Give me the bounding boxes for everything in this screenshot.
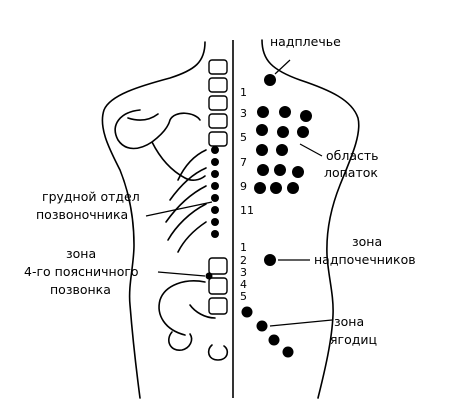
buttock-point — [268, 334, 280, 346]
label-thoracic-2: позвоночника — [36, 207, 128, 222]
buttock-point — [256, 320, 268, 332]
scapula-point — [270, 182, 282, 194]
pelvis-left — [158, 280, 206, 336]
scapula-point — [277, 126, 289, 138]
buttock-point — [282, 346, 294, 358]
label-adrenal-1: зона — [352, 234, 382, 249]
spine-point — [211, 182, 219, 190]
scapula-point — [257, 164, 269, 176]
scapula-point — [297, 126, 309, 138]
scapula-point — [292, 166, 304, 178]
shoulder-point — [264, 74, 276, 86]
spine-point — [205, 272, 213, 280]
lumbar-number: 1 — [240, 241, 247, 254]
label-buttock-2: ягодиц — [330, 332, 377, 347]
scapula-point — [254, 182, 266, 194]
pelvis-lower — [168, 331, 193, 351]
label-scapula-1: область — [326, 148, 379, 163]
rib-2 — [169, 167, 207, 201]
vertebra — [208, 277, 228, 295]
thoracic-number: 9 — [240, 180, 247, 193]
scapula-point — [287, 182, 299, 194]
leader-lumbar4 — [157, 271, 206, 277]
spine-point — [211, 158, 219, 166]
buttock-point — [241, 306, 253, 318]
thoracic-number: 1 — [240, 86, 247, 99]
scapula-point — [300, 110, 312, 122]
spine-point — [211, 170, 219, 178]
scapula-outline — [114, 109, 201, 150]
scapula-point — [256, 124, 268, 136]
lumbar-number: 5 — [240, 290, 247, 303]
thoracic-number: 5 — [240, 131, 247, 144]
label-lumbar4-2: 4-го поясничного — [24, 264, 139, 279]
thoracic-number: 7 — [240, 156, 247, 169]
label-thoracic-1: грудной отдел — [42, 189, 140, 204]
sacrum-ring — [207, 344, 229, 361]
lumbar-number: 2 — [240, 254, 247, 267]
label-adrenal-2: надпочечников — [314, 252, 416, 267]
leader-shoulder — [274, 59, 291, 75]
rib-5 — [177, 221, 207, 253]
scapula-point — [276, 144, 288, 156]
spine-point — [211, 146, 219, 154]
pelvis-inner — [189, 304, 216, 319]
rib-4 — [167, 203, 207, 241]
body-outline-left — [101, 41, 206, 399]
rib-3 — [165, 185, 207, 223]
scapula-point — [279, 106, 291, 118]
rib-1 — [177, 149, 207, 181]
body-outline-right — [261, 39, 360, 399]
spine-point — [211, 230, 219, 238]
leader-buttock — [269, 319, 333, 327]
shoulder-crease — [127, 113, 159, 121]
scapula-inner — [151, 141, 206, 181]
vertebra — [208, 95, 228, 111]
leader-scapula — [299, 143, 323, 157]
spine-point — [211, 194, 219, 202]
label-lumbar4-3: позвонка — [50, 282, 111, 297]
label-lumbar4-1: зона — [66, 246, 96, 261]
scapula-point — [274, 164, 286, 176]
lumbar-number: 3 — [240, 266, 247, 279]
thoracic-number: 11 — [240, 204, 254, 217]
spine-point — [211, 206, 219, 214]
vertebra — [208, 131, 228, 147]
label-shoulder: надплечье — [270, 34, 341, 49]
label-scapula-2: лопаток — [324, 165, 378, 180]
adrenal-point — [264, 254, 276, 266]
label-buttock-1: зона — [334, 314, 364, 329]
vertebra — [208, 77, 228, 93]
vertebra — [208, 257, 228, 275]
leader-thoracic — [145, 201, 213, 217]
spine-point — [211, 218, 219, 226]
vertebra — [208, 297, 228, 315]
lumbar-number: 4 — [240, 278, 247, 291]
scapula-point — [257, 106, 269, 118]
thoracic-number: 3 — [240, 107, 247, 120]
vertebra — [208, 59, 228, 75]
scapula-point — [256, 144, 268, 156]
vertebra — [208, 113, 228, 129]
